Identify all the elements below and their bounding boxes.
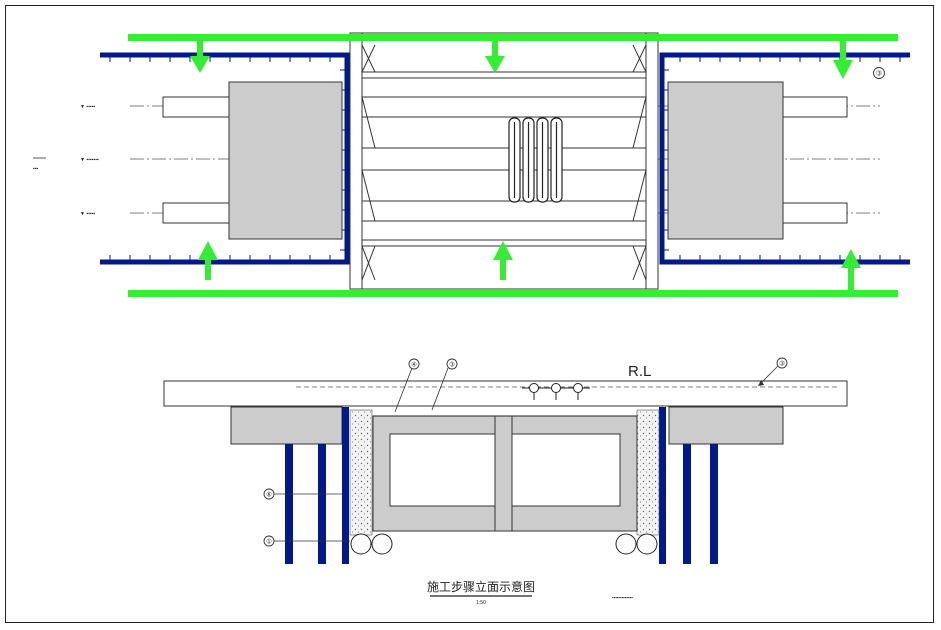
callout-section-a: ④ <box>394 358 420 413</box>
plan-sheet-piles <box>100 52 910 265</box>
backfill-right <box>636 409 660 536</box>
rollers <box>350 533 658 555</box>
arrow-up <box>198 241 218 280</box>
level-tag: ▼ ▪▪▪▪▪▪▪ <box>80 157 99 163</box>
load-arrows <box>190 40 861 290</box>
caption-note: ▪▪▪▪▪▪▪▪▪▪▪▪▪ <box>612 595 633 600</box>
level-tag: ▼ ▪▪▪▪▪ <box>80 211 95 217</box>
caption-scale: 1:50 <box>476 600 486 606</box>
deck-slab <box>163 380 848 407</box>
plan-jacks <box>508 117 563 203</box>
callout-text: ③ <box>779 360 785 368</box>
arrow-down <box>833 40 853 79</box>
callout-plan-top-right: ③ <box>873 67 885 79</box>
callout-text: ① <box>266 538 272 546</box>
section-sheet-piles <box>342 407 666 564</box>
section-mark: ▪▪▪ <box>33 166 39 172</box>
caption-title: 施工步骤立面示意图 <box>427 579 535 594</box>
callout-section-left-upper: ⑥ <box>263 488 342 500</box>
section-jacks <box>522 383 590 400</box>
callout-section-b: ③ <box>431 358 458 411</box>
level-tag: ▼ ▪▪▪▪▪ <box>80 104 95 110</box>
callout-section-right: ③ <box>758 357 788 386</box>
plan-view: ▼ ▪▪▪▪▪ ▼ ▪▪▪▪▪▪▪ ▼ ▪▪▪▪▪ ▪▪▪ <box>33 32 910 297</box>
caption: 施工步骤立面示意图 1:50 ▪▪▪▪▪▪▪▪▪▪▪▪▪ <box>427 579 633 606</box>
arrow-down <box>485 40 505 73</box>
section-piles <box>285 444 718 564</box>
pile-cap-right <box>667 81 784 240</box>
plan-level-tags: ▼ ▪▪▪▪▪ ▼ ▪▪▪▪▪▪▪ ▼ ▪▪▪▪▪ ▪▪▪ <box>33 104 99 217</box>
section-pile-cap-left <box>230 406 343 445</box>
backfill-left <box>349 409 373 536</box>
section-view: R.L <box>163 357 848 606</box>
arrow-up <box>841 249 861 290</box>
callout-text: ④ <box>411 361 417 369</box>
callout-text: ⑥ <box>266 491 272 499</box>
top-load-line <box>128 34 898 41</box>
pile-cap-left <box>228 81 343 240</box>
rl-label: R.L <box>628 363 651 380</box>
callout-section-left-lower: ① <box>263 535 350 547</box>
callout-text: ③ <box>876 70 882 78</box>
bottom-load-line <box>128 290 898 297</box>
arrow-up <box>493 241 513 280</box>
arrow-down <box>190 40 210 73</box>
callout-text: ③ <box>449 361 455 369</box>
box-frame <box>372 415 638 532</box>
section-pile-cap-right <box>668 406 784 445</box>
